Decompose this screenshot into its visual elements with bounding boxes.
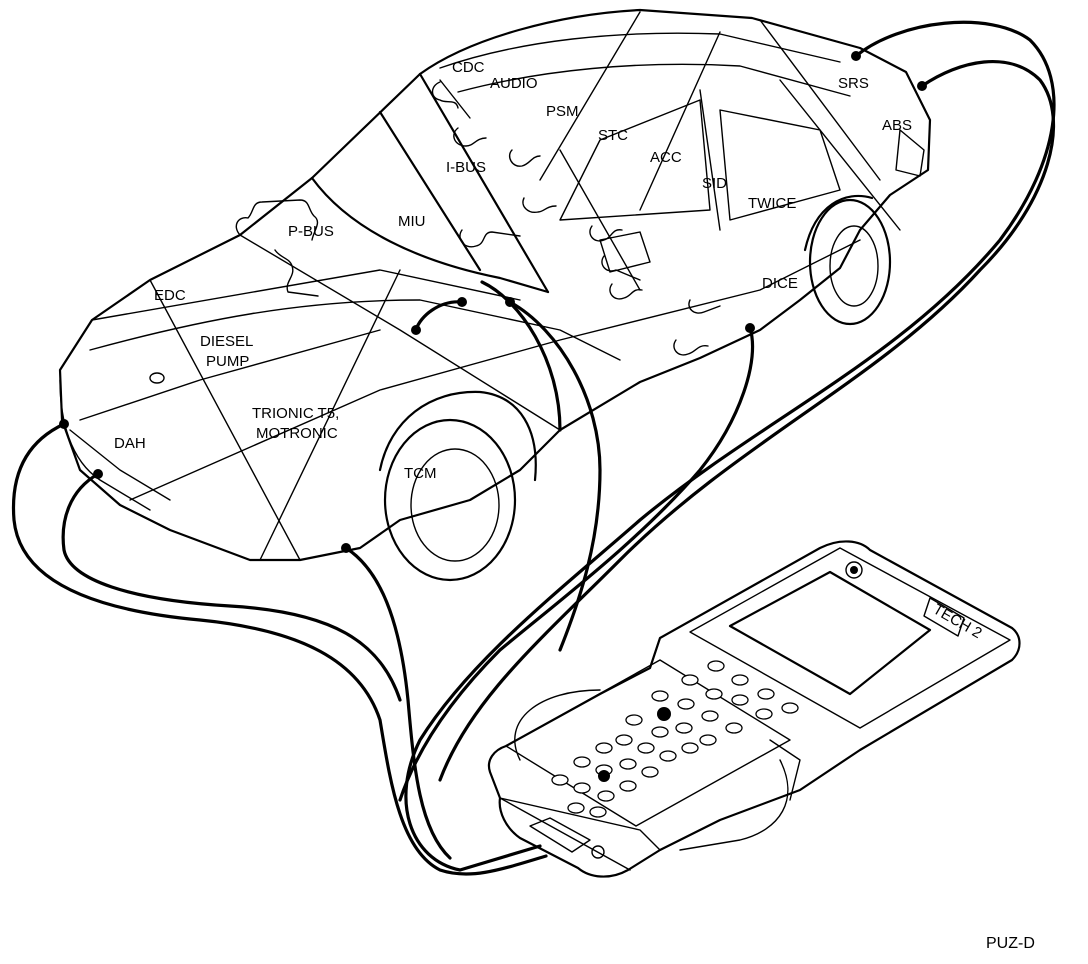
front-wheel [378,390,537,582]
car-outline [58,8,932,562]
label-srs: SRS [838,75,869,92]
label-cdc: CDC [452,59,485,76]
bus-puzzle-lines [235,81,721,356]
label-stc: STC [598,127,628,144]
label-trionic-line2: MOTRONIC [256,425,338,442]
label-ibus: I-BUS [446,159,486,176]
label-sid: SID [702,175,727,192]
diagnostic-cables [11,20,1056,876]
label-pbus: P-BUS [288,223,334,240]
rear-wheel [803,194,892,326]
label-psm: PSM [546,103,579,120]
connection-points [59,51,927,553]
label-tcm: TCM [404,465,437,482]
label-abs: ABS [882,117,912,134]
tech2-keypad [551,660,799,818]
label-diesel-line1: DIESEL [200,333,253,350]
label-trionic-line1: TRIONIC T5, [252,405,339,422]
figure-reference: PUZ-D [986,935,1035,952]
tech2-scan-tool [487,540,1021,878]
label-dice: DICE [762,275,798,292]
label-dah: DAH [114,435,146,452]
module-labels: CDC AUDIO SRS ABS PSM STC I-BUS ACC SID … [114,59,912,482]
label-twice: TWICE [748,195,796,212]
label-acc: ACC [650,149,682,166]
label-audio: AUDIO [490,75,538,92]
label-edc: EDC [154,287,186,304]
label-diesel-line2: PUMP [206,353,249,370]
label-miu: MIU [398,213,426,230]
